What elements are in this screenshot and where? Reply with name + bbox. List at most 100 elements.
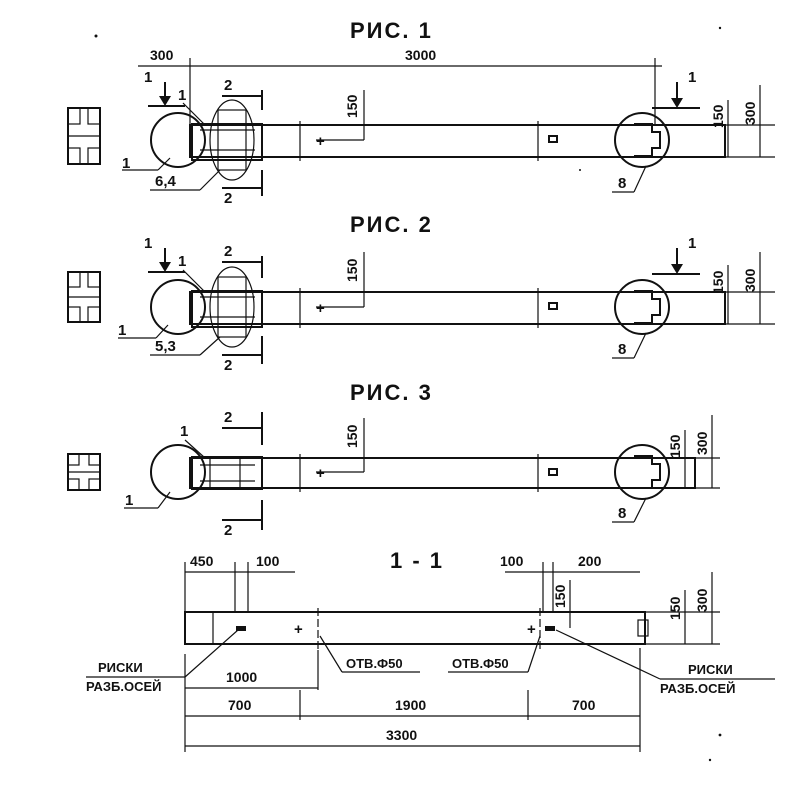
dim-150-right: 150 [667, 434, 683, 458]
cross-section-icon [67, 107, 101, 165]
section-title: 1 - 1 [390, 548, 444, 573]
detail-circle-left [150, 279, 206, 335]
callout-8: 8 [618, 505, 626, 522]
figure-3: РИС. 3 2 2 150 + 150 300 1 1 [67, 380, 720, 539]
end-bracket [191, 123, 263, 161]
callout-1: 1 [118, 322, 126, 339]
callout-8: 8 [618, 175, 626, 192]
section-1-label-right: 1 [688, 235, 696, 252]
arrow-head [671, 98, 683, 108]
dim-150: 150 [344, 258, 360, 282]
hole-cross: + [316, 133, 325, 150]
marks-right-line2: РАЗБ.ОСЕЙ [660, 681, 736, 696]
figure-3-title: РИС. 3 [350, 380, 433, 405]
hole-cross: + [316, 465, 325, 482]
leader [157, 157, 171, 171]
dim-300: 300 [694, 588, 710, 612]
leader [633, 165, 647, 193]
dim-1000: 1000 [226, 669, 257, 685]
hole-left-note: ОТВ.Ф50 [346, 656, 403, 671]
cross-section-icon [67, 453, 101, 491]
callout-6-4: 6,4 [155, 173, 177, 190]
dim-150: 150 [344, 94, 360, 118]
detail-ellipse [209, 266, 255, 348]
dim-3300: 3300 [386, 727, 417, 743]
dim-100-right: 100 [500, 553, 524, 569]
leader [184, 439, 206, 459]
section-1-label-right: 1 [688, 69, 696, 86]
figure-2-title: РИС. 2 [350, 212, 433, 237]
dim-450: 450 [190, 553, 214, 569]
arrow-head [159, 96, 171, 106]
dim-300: 300 [150, 47, 174, 63]
leader [555, 629, 661, 680]
hole-square [548, 135, 558, 143]
arrow-head [671, 264, 683, 274]
figure-2: РИС. 2 2 2 1 1 150 + 150 [67, 212, 775, 374]
figure-1: РИС. 1 300 3000 2 2 1 1 [67, 18, 775, 207]
dim-150-right: 150 [710, 270, 726, 294]
leader [633, 332, 647, 359]
scan-noise [94, 26, 722, 762]
leader [527, 635, 541, 673]
marks-right-line1: РИСКИ [688, 662, 733, 677]
end-notch [634, 123, 661, 157]
leader [155, 324, 169, 339]
dim-3000: 3000 [405, 47, 436, 63]
detail-ellipse [209, 99, 255, 181]
cut-2-label-top: 2 [224, 243, 232, 260]
hole-square [548, 302, 558, 310]
leader [184, 629, 239, 678]
cut-2-label-bottom: 2 [224, 522, 232, 539]
end-bracket [191, 456, 263, 490]
section-beam [184, 611, 646, 645]
cut-2-label-bottom: 2 [224, 357, 232, 374]
hole-slot-left [236, 626, 246, 631]
dim-100-left: 100 [256, 553, 280, 569]
beam-body [189, 124, 726, 158]
end-notch [634, 455, 661, 489]
detail-circle-right [614, 112, 670, 168]
hole-square [548, 468, 558, 476]
cut-2-label-top: 2 [224, 77, 232, 94]
section-1-label-left: 1 [144, 235, 152, 252]
cross-section-icon [67, 271, 101, 323]
hole-cross: + [527, 621, 536, 638]
leader [157, 491, 171, 509]
detail-circle-left [150, 444, 206, 500]
marks-left-line2: РАЗБ.ОСЕЙ [86, 679, 162, 694]
dim-700-left: 700 [228, 697, 252, 713]
detail-circle-right [614, 444, 670, 500]
callout-5-3: 5,3 [155, 338, 176, 355]
leader [182, 269, 206, 293]
end-plate [217, 109, 247, 171]
dim-150-b: 150 [667, 596, 683, 620]
beam-end-cap [637, 619, 649, 637]
leader [633, 497, 647, 523]
callout-1: 1 [122, 155, 130, 172]
detail-circle-left [150, 112, 206, 168]
dim-700-right: 700 [572, 697, 596, 713]
leader [182, 102, 206, 126]
callout-8: 8 [618, 341, 626, 358]
leader [319, 635, 343, 673]
hole-cross: + [316, 300, 325, 317]
arrow-head [159, 262, 171, 272]
dim-200: 200 [578, 553, 602, 569]
dim-1900: 1900 [395, 697, 426, 713]
callout-1-top: 1 [180, 423, 188, 440]
dim-150-a: 150 [552, 584, 568, 608]
hole-right-note: ОТВ.Ф50 [452, 656, 509, 671]
dim-150: 150 [344, 424, 360, 448]
beam-body [189, 291, 726, 325]
cut-2-label-bottom: 2 [224, 190, 232, 207]
beam-body [189, 457, 696, 489]
end-plate [217, 276, 247, 338]
section-1-label-left: 1 [144, 69, 152, 86]
detail-circle-right [614, 279, 670, 335]
hole-slot-right [545, 626, 555, 631]
dim-300-right: 300 [742, 268, 758, 292]
callout-1-top: 1 [178, 87, 186, 104]
cut-2-label-top: 2 [224, 409, 232, 426]
